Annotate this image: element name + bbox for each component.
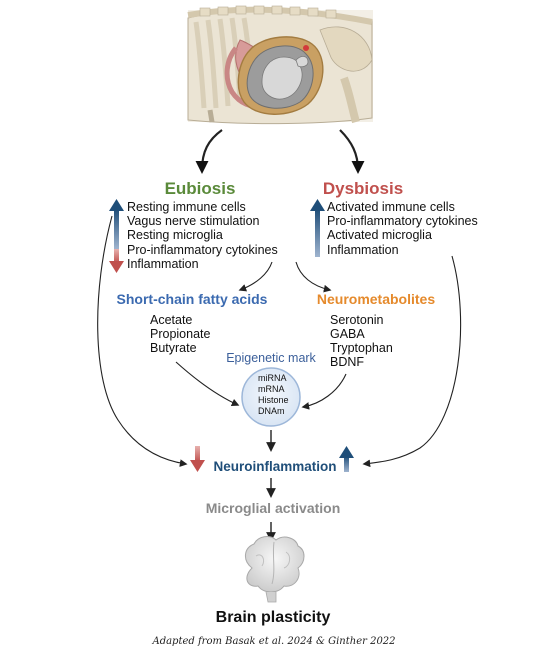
eubiosis-item: Vagus nerve stimulation: [127, 214, 260, 228]
neurometabolites-title: Neurometabolites: [317, 291, 435, 307]
brain-plasticity-label: Brain plasticity: [216, 609, 331, 626]
arrow-scfa-to-epigenetic: [175, 361, 240, 406]
neurometabolite-item: BDNF: [330, 355, 364, 369]
eubiosis-item: Pro-inflammatory cytokines: [127, 243, 278, 257]
eubiosis-item: Resting immune cells: [127, 200, 246, 214]
neurometabolite-item: GABA: [330, 327, 365, 341]
eubiosis-item: Resting microglia: [127, 228, 223, 242]
epigenetic-list: miRNA mRNA Histone DNAm: [258, 373, 289, 416]
pregnant-mare-illustration: [187, 5, 373, 125]
brain-icon: [245, 536, 305, 603]
eubiosis-down-arrow: [109, 249, 124, 273]
dysbiosis-list: Activated immune cells Pro-inflammatory …: [327, 200, 478, 257]
eubiosis-list: Resting immune cells Vagus nerve stimula…: [127, 200, 278, 271]
scfa-title: Short-chain fatty acids: [117, 291, 268, 307]
credit-line: Adapted from Basak et al. 2024 & Ginther…: [151, 636, 395, 647]
scfa-item: Acetate: [150, 313, 192, 327]
epigenetic-circle: [241, 367, 301, 427]
epigenetic-item: mRNA: [258, 384, 285, 394]
arrow-to-neurometabolites: [295, 261, 332, 293]
epigenetic-item: DNAm: [258, 406, 285, 416]
epigenetic-item: Histone: [258, 395, 289, 405]
scfa-item: Butyrate: [150, 341, 197, 355]
neuroinflammation-label: Neuroinflammation: [213, 459, 336, 474]
dysbiosis-title: Dysbiosis: [323, 179, 403, 198]
dysbiosis-item: Activated immune cells: [327, 200, 455, 214]
dysbiosis-up-arrow: [310, 199, 325, 257]
eubiosis-up-arrow: [109, 199, 124, 249]
arrow-to-scfa: [238, 261, 273, 292]
neurometabolite-item: Tryptophan: [330, 341, 393, 355]
arrow-eubiosis-to-neuroinflammation: [97, 215, 188, 467]
microglial-activation-label: Microglial activation: [206, 500, 341, 516]
arrow-neuro-to-epigenetic: [301, 373, 347, 410]
neurometabolites-list: Serotonin GABA Tryptophan BDNF: [330, 313, 393, 369]
scfa-item: Propionate: [150, 327, 211, 341]
dysbiosis-item: Activated microglia: [327, 228, 432, 242]
neuroinflammation-down-arrow: [190, 446, 205, 472]
epigenetic-item: miRNA: [258, 373, 287, 383]
eubiosis-item: Inflammation: [127, 257, 199, 271]
arrow-to-eubiosis: [195, 129, 223, 174]
epigenetic-title: Epigenetic mark: [226, 351, 316, 365]
arrow-to-dysbiosis: [339, 129, 365, 174]
eubiosis-title: Eubiosis: [165, 179, 236, 198]
dysbiosis-item: Pro-inflammatory cytokines: [327, 214, 478, 228]
scfa-list: Acetate Propionate Butyrate: [150, 313, 211, 355]
dysbiosis-item: Inflammation: [327, 243, 399, 257]
neurometabolite-item: Serotonin: [330, 313, 384, 327]
arrow-dysbiosis-to-neuroinflammation: [362, 255, 462, 468]
neuroinflammation-up-arrow: [339, 446, 354, 472]
